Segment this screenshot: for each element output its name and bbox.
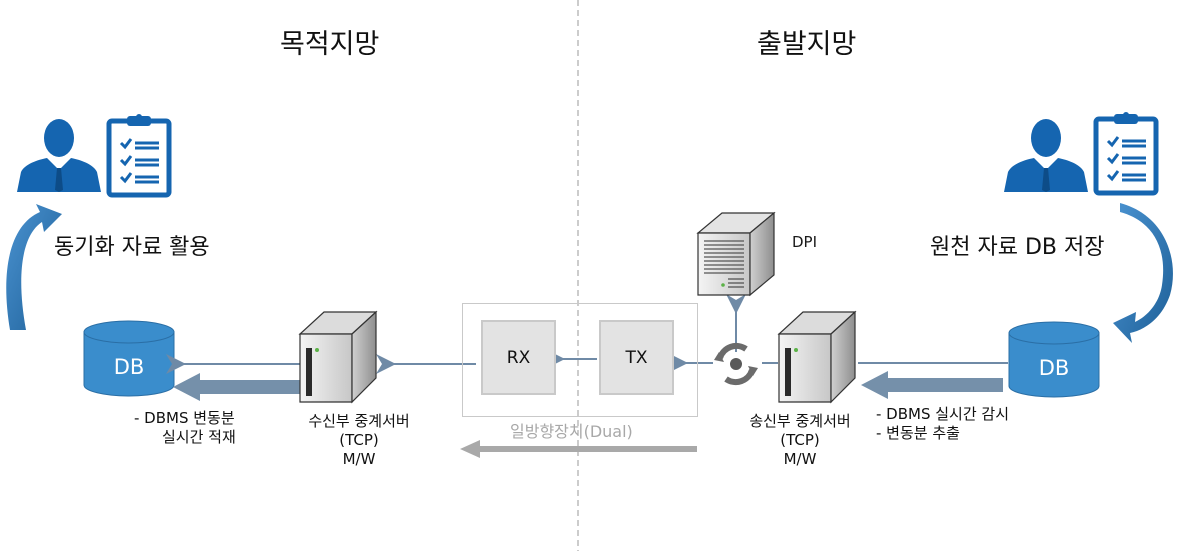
send-server-name: 송신부 중계서버 xyxy=(749,412,851,430)
person-left-icon xyxy=(17,119,101,192)
person-right-icon xyxy=(1004,119,1088,192)
dpi-label: DPI xyxy=(792,233,818,251)
arrow-db-to-server-thick xyxy=(861,371,1003,399)
oneway-device-frame xyxy=(462,303,698,417)
database-right-icon xyxy=(1008,321,1100,398)
arrow-server-to-db-thick xyxy=(173,373,302,401)
zone-title-source: 출발지망 xyxy=(757,29,857,60)
left-action-label: 동기화 자료 활용 xyxy=(54,235,210,260)
tx-label: TX xyxy=(625,347,648,368)
database-left-icon xyxy=(83,320,175,397)
oneway-device-caption: 일방향장치(Dual) xyxy=(510,422,633,441)
send-relay-server-icon xyxy=(777,310,857,404)
checklist-left-icon xyxy=(106,114,172,198)
right-action-label: 원천 자료 DB 저장 xyxy=(930,235,1105,260)
rx-box: RX xyxy=(481,320,556,395)
send-server-protocol: (TCP) xyxy=(780,431,820,449)
right-db-note-1: - DBMS 실시간 감시 xyxy=(876,405,1010,423)
receive-server-protocol: (TCP) xyxy=(339,431,379,449)
receive-server-name: 수신부 중계서버 xyxy=(308,412,410,430)
send-server-type: M/W xyxy=(783,450,817,468)
receive-relay-server-icon xyxy=(298,310,378,404)
tx-box: TX xyxy=(599,320,674,395)
rx-label: RX xyxy=(506,347,531,368)
checklist-right-icon xyxy=(1093,112,1159,196)
zone-title-destination: 목적지망 xyxy=(280,29,380,60)
left-db-note-1: - DBMS 변동분 xyxy=(134,409,235,427)
left-db-note-2: 실시간 적재 xyxy=(162,428,236,446)
sync-cycle-icon xyxy=(714,342,758,386)
dpi-appliance-icon xyxy=(696,211,776,297)
curved-arrow-right xyxy=(1113,203,1173,343)
curved-arrow-left xyxy=(6,204,62,330)
right-db-note-2: - 변동분 추출 xyxy=(876,424,960,442)
db-right-label: DB xyxy=(1039,356,1070,380)
db-left-label: DB xyxy=(114,355,145,379)
arrow-oneway-gray xyxy=(460,440,697,458)
receive-server-type: M/W xyxy=(342,450,376,468)
